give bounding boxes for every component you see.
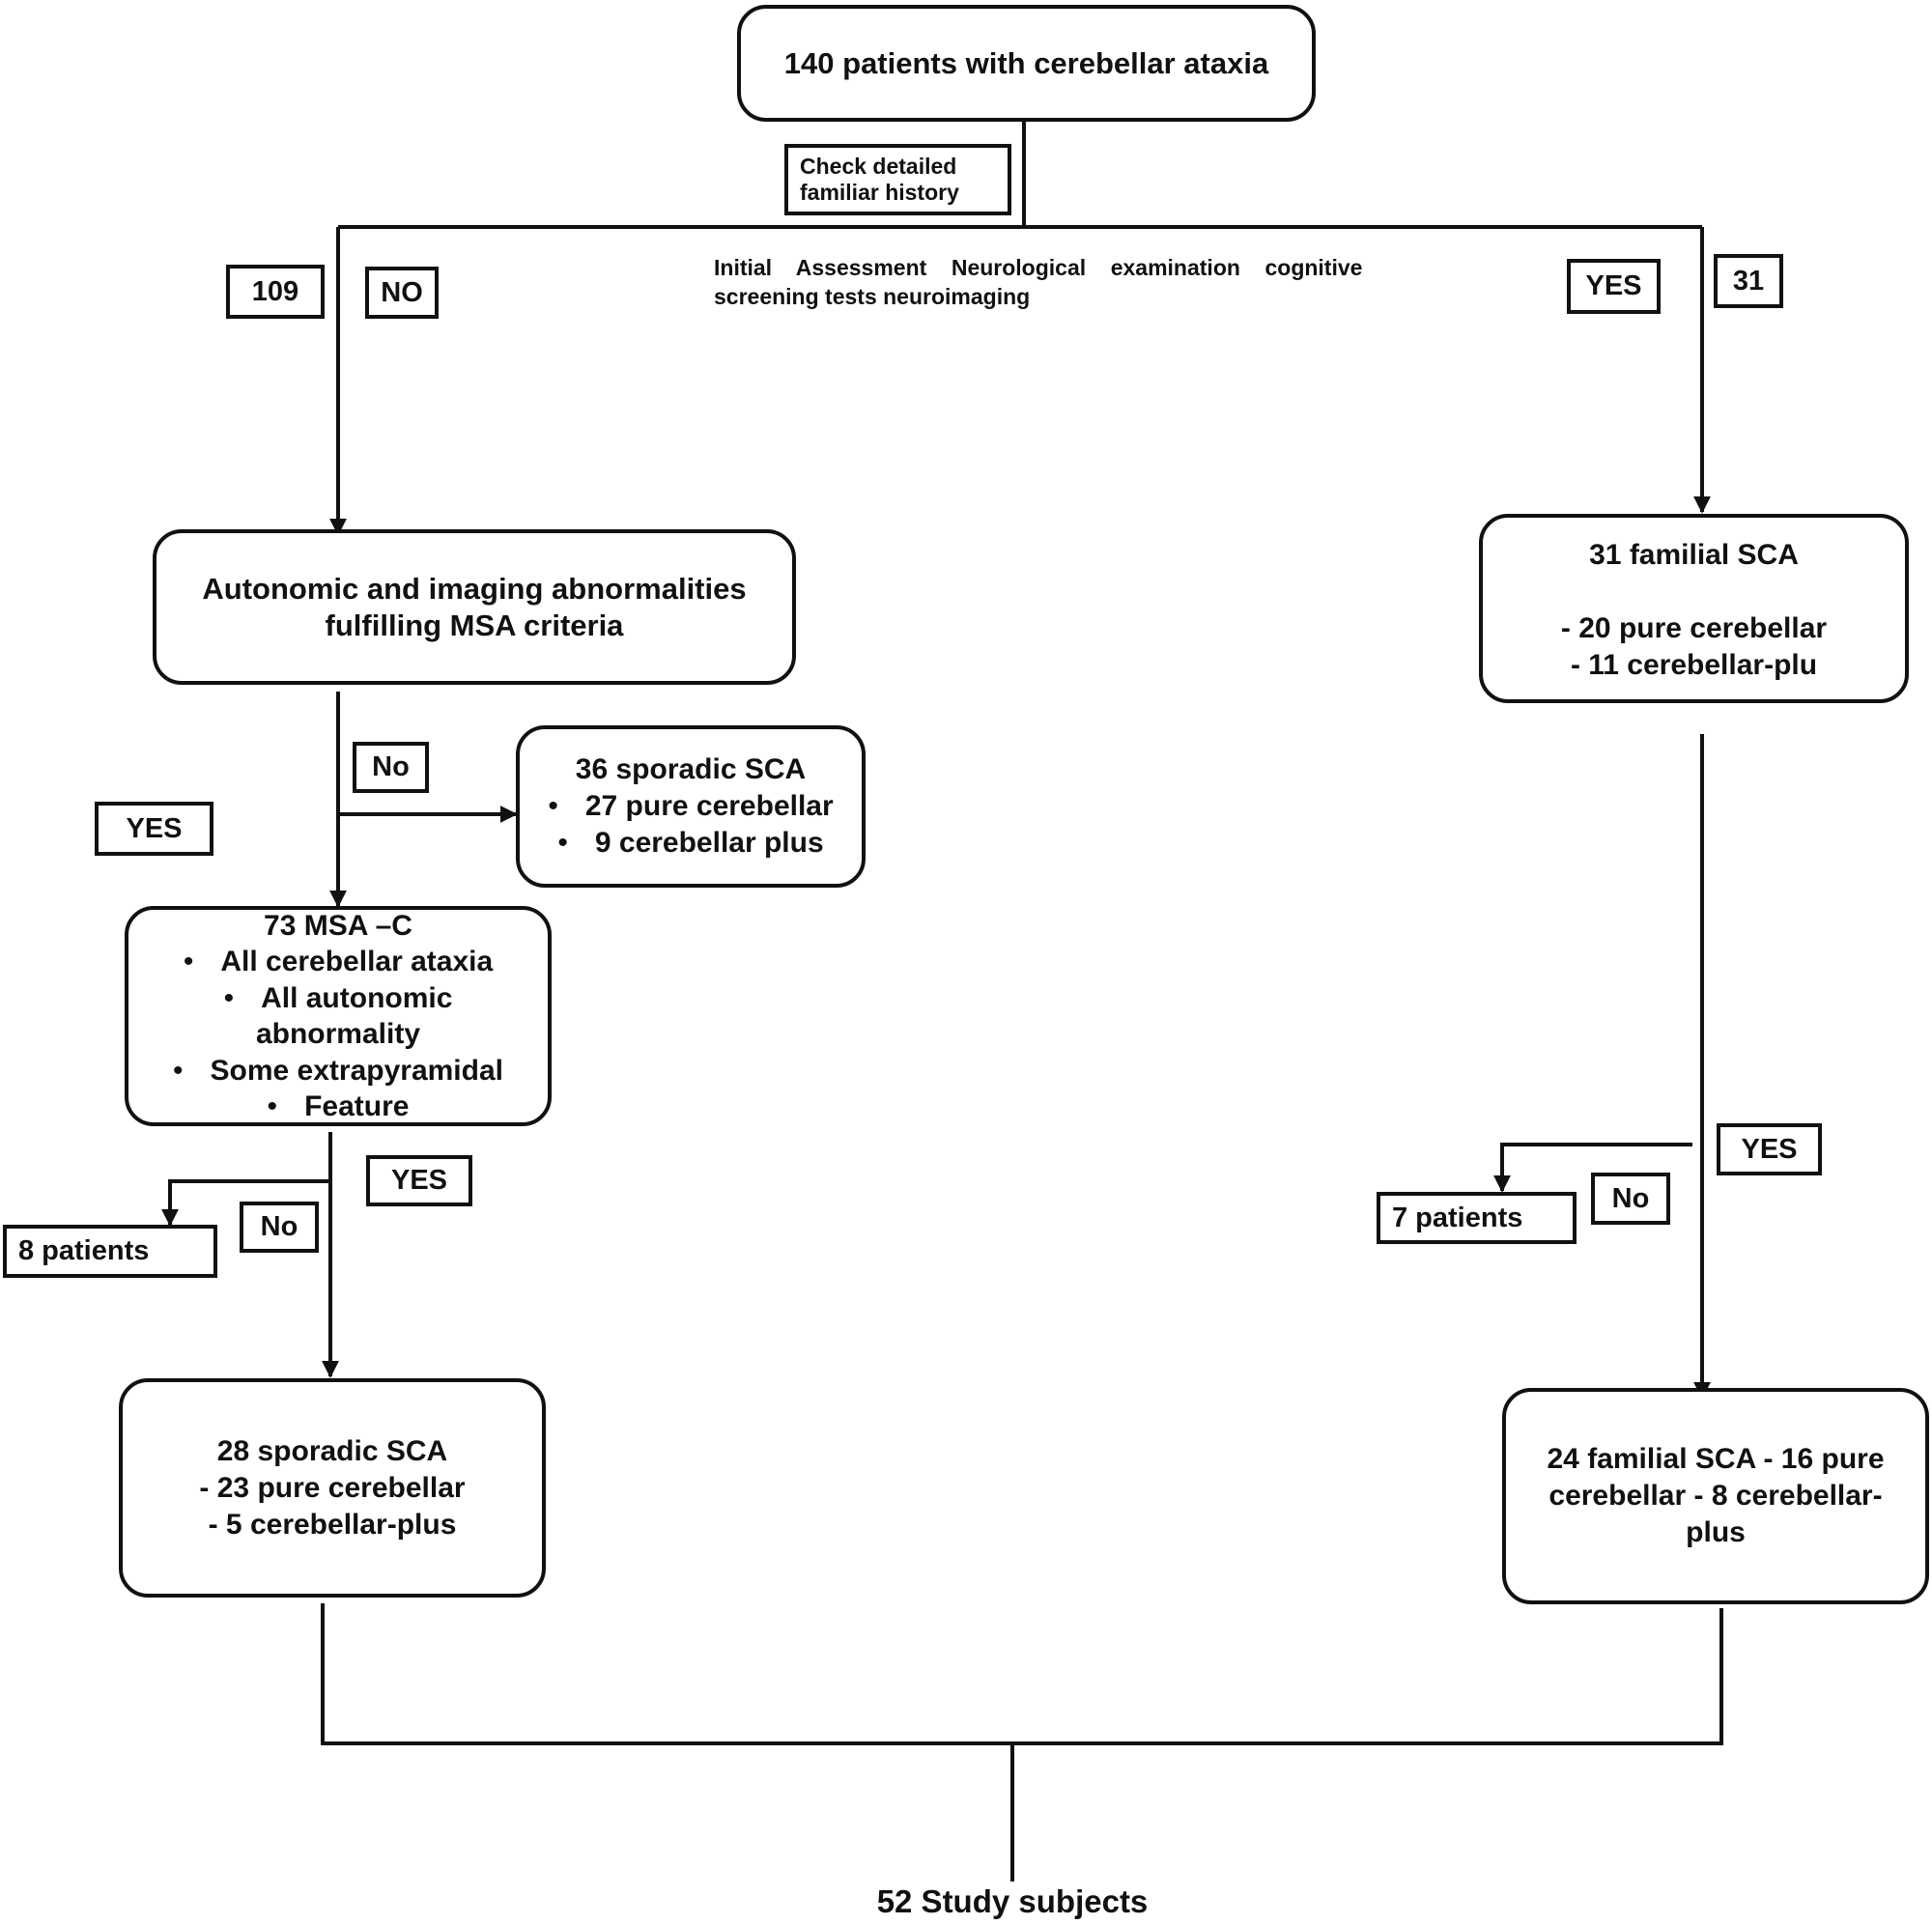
node-excluded-right: 7 patients bbox=[1377, 1192, 1577, 1244]
node-msa-c: 73 MSA –C All cerebellar ataxia All auto… bbox=[125, 906, 552, 1126]
label-yes-left: YES bbox=[366, 1155, 472, 1206]
label-yes-msa: YES bbox=[95, 802, 213, 856]
label-yes-right: YES bbox=[1717, 1123, 1822, 1175]
label-no-msa: No bbox=[353, 742, 429, 793]
node-sporadic-36: 36 sporadic SCA 27 pure cerebellar 9 cer… bbox=[516, 725, 866, 888]
label-yes-family: YES bbox=[1567, 259, 1661, 314]
label-no-left: No bbox=[240, 1202, 319, 1253]
node-excluded-left: 8 patients bbox=[3, 1225, 217, 1278]
edge-right-exclude bbox=[1493, 1143, 1692, 1193]
node-familial-sca: 31 familial SCA - 20 pure cerebellar - 1… bbox=[1479, 514, 1909, 703]
node-msa-criteria: Autonomic and imaging abnormalities fulf… bbox=[153, 529, 796, 685]
node-check-history: Check detailed familiar history bbox=[784, 144, 1011, 215]
edge-merge bbox=[321, 1603, 1723, 1745]
node-start: 140 patients with cerebellar ataxia bbox=[737, 5, 1316, 122]
label-count-31: 31 bbox=[1714, 254, 1783, 308]
label-no-family: NO bbox=[365, 267, 439, 319]
node-initial-assessment: Initial Assessment Neurological examinat… bbox=[714, 255, 1363, 309]
label-no-right: No bbox=[1591, 1173, 1670, 1225]
node-familial-24: 24 familial SCA - 16 pure cerebellar - 8… bbox=[1502, 1388, 1929, 1604]
label-count-109: 109 bbox=[226, 265, 325, 319]
node-study-subjects: 52 Study subjects bbox=[876, 1883, 1149, 1919]
edge-left-exclude bbox=[161, 1179, 330, 1227]
node-sporadic-28: 28 sporadic SCA - 23 pure cerebellar - 5… bbox=[119, 1378, 546, 1598]
